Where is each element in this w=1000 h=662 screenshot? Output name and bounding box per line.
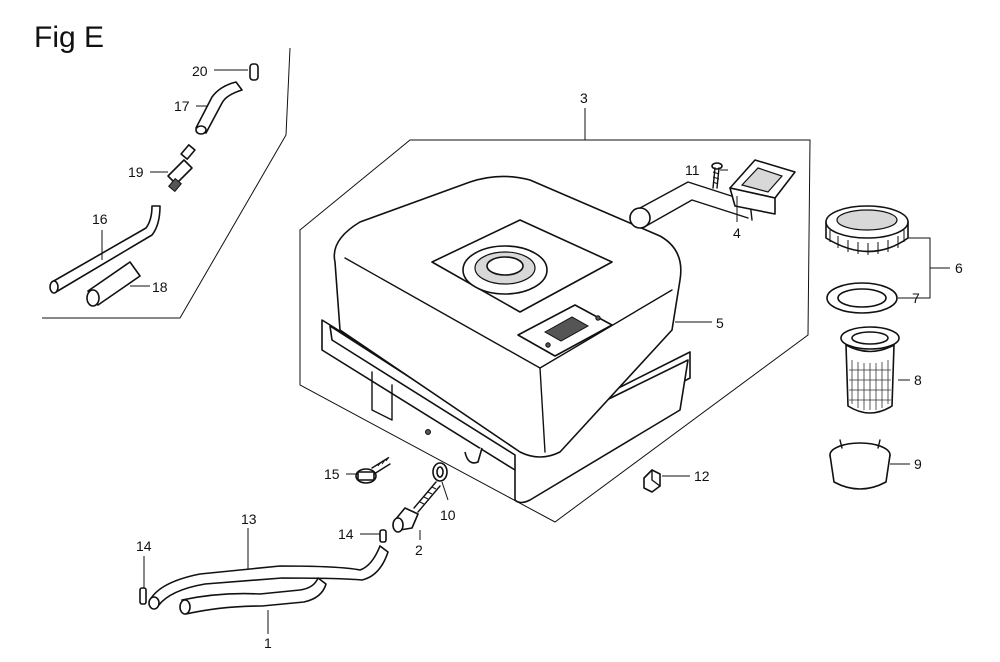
part-4-tank-strap xyxy=(629,181,753,229)
callout-16: 16 xyxy=(92,211,108,227)
part-19-inline-filter xyxy=(167,144,196,193)
callout-labels: 20 17 19 16 18 3 11 4 5 6 7 8 9 12 15 10… xyxy=(92,63,963,651)
part-12-drain-plug xyxy=(643,469,661,493)
part-10-washer xyxy=(432,462,448,482)
part-7-cap-gasket xyxy=(826,282,898,314)
part-15-bolt xyxy=(355,456,391,484)
callout-11: 11 xyxy=(685,162,700,178)
callout-4: 4 xyxy=(733,225,741,241)
figure-title: Fig E xyxy=(34,21,104,54)
fuel-line-subassembly-frame xyxy=(42,47,291,319)
callout-8: 8 xyxy=(914,372,922,388)
part-14-clip-lower xyxy=(139,587,147,605)
callout-7: 7 xyxy=(912,290,920,306)
part-13-fuel-hose xyxy=(148,545,389,610)
part-5-fuel-tank xyxy=(321,175,691,504)
part-8-fuel-strainer xyxy=(840,326,900,414)
callout-1: 1 xyxy=(264,635,272,651)
part-20-clip xyxy=(249,63,259,81)
callout-18: 18 xyxy=(152,279,168,295)
part-2-fuel-valve xyxy=(392,481,441,533)
callout-19: 19 xyxy=(128,164,144,180)
callout-6: 6 xyxy=(955,260,963,276)
callout-14-upper: 14 xyxy=(338,526,354,542)
part-9-clamp xyxy=(829,439,891,490)
callout-13: 13 xyxy=(241,511,257,527)
part-4-strap-bracket-block xyxy=(729,159,796,215)
callout-5: 5 xyxy=(716,315,724,331)
callout-2: 2 xyxy=(415,542,423,558)
part-18-tube xyxy=(86,261,141,307)
callout-3: 3 xyxy=(580,90,588,106)
callout-10: 10 xyxy=(440,507,456,523)
callout-20: 20 xyxy=(192,63,208,79)
part-1-hose xyxy=(179,577,327,615)
part-6-fuel-cap xyxy=(825,205,909,255)
part-16-fuel-tube xyxy=(49,205,161,294)
part-17-tube xyxy=(195,81,243,135)
callout-17: 17 xyxy=(174,98,190,114)
callout-15: 15 xyxy=(324,466,340,482)
part-14-clip-upper xyxy=(379,529,387,543)
part-11-bolt xyxy=(711,162,723,189)
callout-14-lower: 14 xyxy=(136,538,152,554)
callout-12: 12 xyxy=(694,468,710,484)
leader-lines xyxy=(101,69,950,634)
callout-9: 9 xyxy=(914,456,922,472)
tank-assembly-frame xyxy=(299,139,811,523)
